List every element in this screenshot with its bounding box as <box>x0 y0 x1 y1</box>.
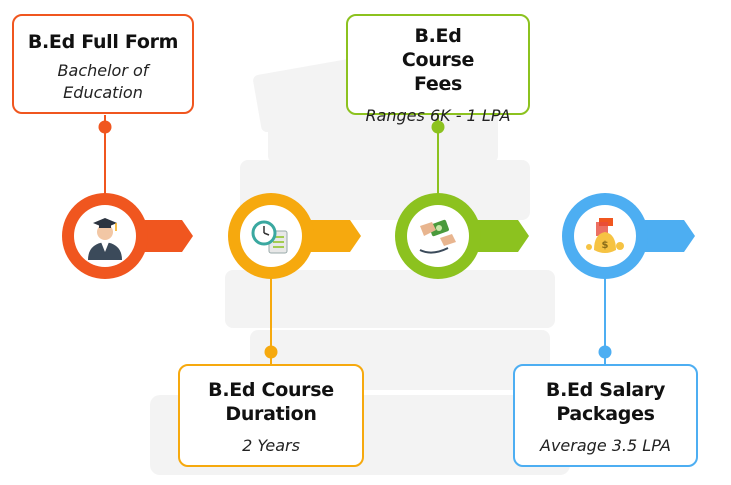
fees-value: Ranges 6K - 1 LPA <box>365 106 511 125</box>
connector-dot-fees <box>431 120 445 134</box>
full-form-title: B.Ed Full Form <box>27 31 179 53</box>
salary-icon: $ <box>586 218 624 253</box>
node-full-form <box>62 193 148 279</box>
svg-text:$: $ <box>602 240 609 251</box>
box-full-form: B.Ed Full Form Bachelor of Education <box>12 14 194 114</box>
node-fees <box>395 193 481 279</box>
box-salary: B.Ed Salary Packages Average 3.5 LPA <box>513 364 698 467</box>
money-exchange-icon <box>419 219 456 254</box>
box-duration: B.Ed Course Duration 2 Years <box>178 364 364 467</box>
connector-dot-salary <box>598 345 612 359</box>
full-form-value: Bachelor of Education <box>57 61 149 102</box>
salary-title: B.Ed Salary Packages <box>545 379 666 425</box>
node-duration <box>228 193 314 279</box>
duration-value: 2 Years <box>242 436 300 455</box>
node-salary: $ <box>562 193 648 279</box>
duration-title: B.Ed Course Duration <box>208 379 334 425</box>
graduate-icon <box>88 218 122 260</box>
fees-title: B.Ed Course Fees <box>401 25 475 95</box>
salary-value: Average 3.5 LPA <box>540 436 671 455</box>
clock-checklist-icon <box>251 220 288 254</box>
connector-dot-full-form <box>98 120 112 134</box>
box-fees: B.Ed Course Fees Ranges 6K - 1 LPA <box>346 14 530 125</box>
connector-dot-duration <box>264 345 278 359</box>
